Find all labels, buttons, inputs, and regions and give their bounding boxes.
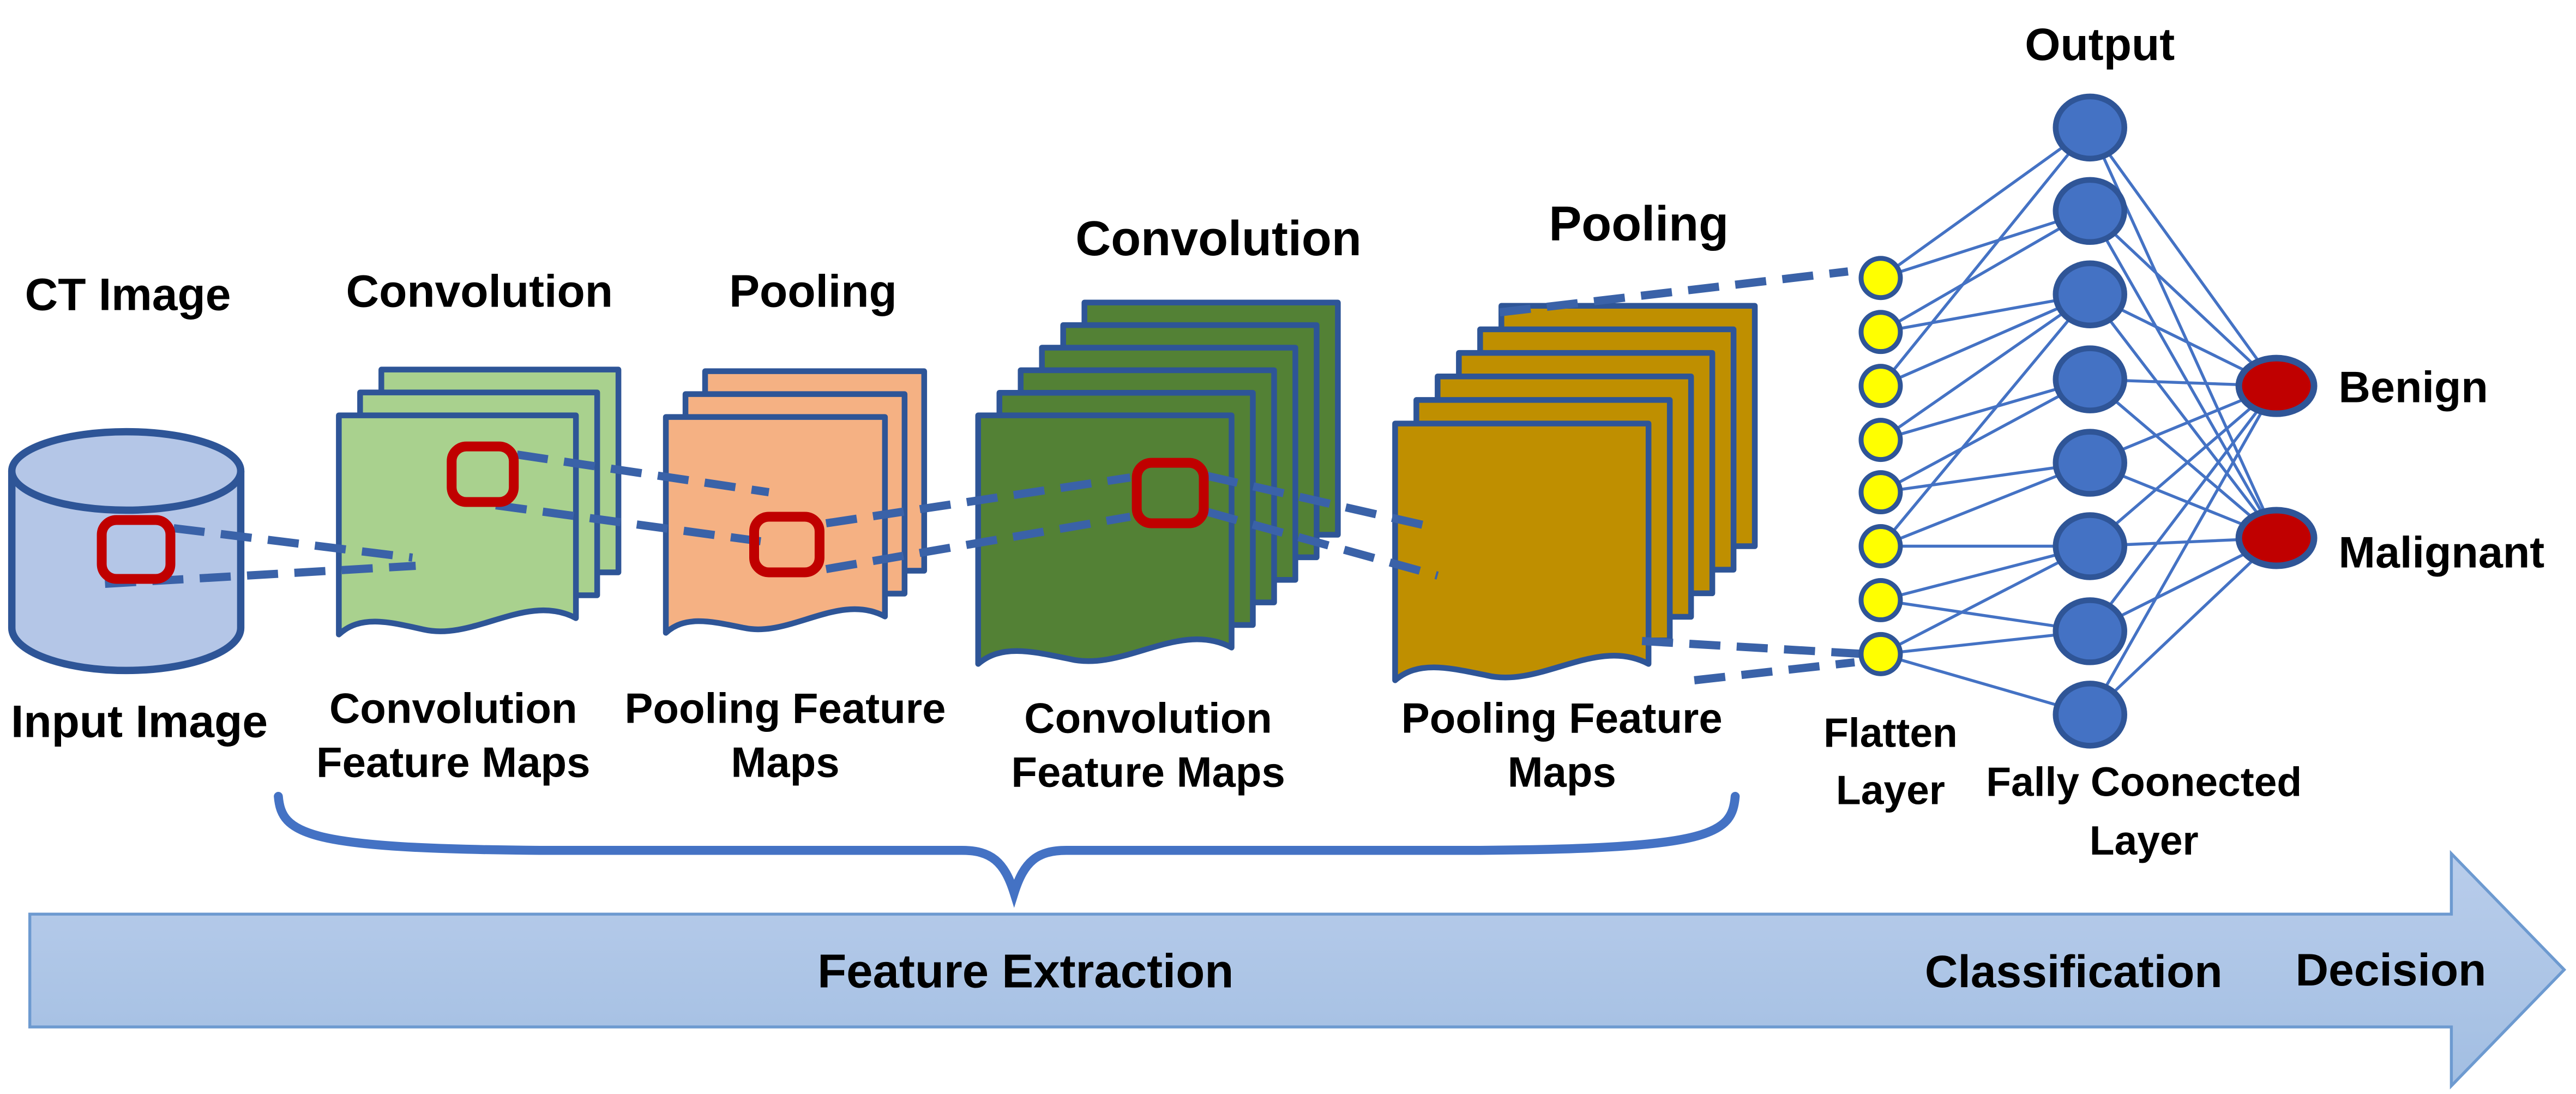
fc-node: [2053, 345, 2127, 413]
pool2-caption-line2: Maps: [1508, 748, 1616, 796]
projection-line: [825, 473, 1131, 527]
ct-image-label: CT Image: [25, 269, 231, 320]
projection-line: [1499, 267, 1849, 317]
flatten-node: [1858, 524, 1903, 568]
classification-label: Classification: [1925, 946, 2223, 997]
fc-node: [2053, 681, 2127, 749]
pool1-caption-line1: Pooling Feature: [624, 684, 946, 732]
connection-line: [1880, 378, 2091, 494]
connection-line: [1880, 293, 2091, 441]
flatten-node: [1858, 364, 1903, 408]
connection-line: [1880, 545, 2091, 656]
flatten-caption-line2: Layer: [1836, 767, 1945, 813]
feature-map-page-front: [1392, 420, 1652, 683]
connection-line: [2089, 293, 2278, 539]
fc-node: [2053, 93, 2127, 162]
connection-line: [2089, 210, 2278, 539]
flatten-node: [1858, 470, 1903, 515]
pool2-caption-line1: Pooling Feature: [1401, 694, 1723, 742]
cylinder-body: [8, 471, 245, 675]
fc-node: [2053, 512, 2127, 580]
connection-line: [1880, 293, 2091, 388]
cylinder-top: [8, 428, 245, 514]
projection-line: [173, 524, 413, 562]
kernel-box-pool1: [749, 512, 824, 578]
fc-caption-line1: Fally Coonected: [1986, 759, 2302, 804]
connection-line: [2089, 127, 2278, 387]
pool1-stack: [663, 368, 928, 636]
connection-line: [2089, 378, 2278, 539]
pool2-stack: [1392, 303, 1758, 683]
conv2-caption-line2: Feature Maps: [1011, 748, 1285, 796]
projection-line: [1206, 508, 1439, 580]
fc-node: [2053, 177, 2127, 245]
pooling2-label: Pooling: [1549, 197, 1729, 251]
projection-line: [825, 513, 1131, 573]
input-cylinder: [8, 428, 245, 675]
projection-line: [1641, 636, 1867, 658]
fc-node: [2053, 260, 2127, 328]
flatten-layer: [1858, 256, 1903, 676]
decision-label: Decision: [2296, 944, 2487, 995]
pool1-caption-line2: Maps: [731, 738, 839, 786]
fully-connected-layer: [2053, 93, 2127, 749]
projection-line: [1206, 472, 1439, 532]
connection-line: [2089, 385, 2278, 716]
output-label: Output: [2025, 19, 2175, 70]
convolution2-label: Convolution: [1075, 212, 1362, 266]
malignant-label: Malignant: [2339, 528, 2545, 577]
fc-node: [2053, 597, 2127, 665]
feature-map-page-front: [663, 414, 888, 636]
fc-node: [2053, 429, 2127, 497]
kernel-box-conv2: [1131, 458, 1209, 528]
projection-line: [1694, 658, 1855, 684]
projection-dashed-lines: [105, 267, 1867, 684]
connection-line: [2089, 209, 2278, 387]
kernel-box-conv1: [447, 441, 519, 507]
flatten-caption-line1: Flatten: [1823, 710, 1958, 755]
connection-line: [2089, 384, 2278, 548]
connection-line: [1879, 127, 2091, 387]
connection-line: [2089, 537, 2278, 716]
process-flow-arrow: [28, 850, 2567, 1090]
feature-extraction-brace: [274, 792, 1740, 908]
benign-output-node: [2235, 354, 2318, 417]
flatten-node: [1858, 632, 1903, 676]
flatten-node: [1858, 310, 1903, 354]
projection-line: [516, 450, 770, 496]
benign-label: Benign: [2339, 363, 2488, 412]
conv1-caption-line2: Feature Maps: [316, 738, 591, 786]
feature-map-page-front: [975, 412, 1235, 667]
pooling1-label: Pooling: [729, 266, 897, 317]
feature-extraction-label: Feature Extraction: [817, 945, 1233, 998]
conv2-stack: [975, 299, 1341, 667]
input-image-caption: Input Image: [11, 695, 268, 747]
convolution1-label: Convolution: [346, 266, 613, 317]
kernel-box-input: [97, 515, 176, 584]
flatten-node: [1858, 578, 1903, 622]
conv2-caption-line1: Convolution: [1024, 694, 1272, 742]
flatten-node: [1858, 256, 1903, 300]
connection-line: [1880, 461, 2091, 548]
malignant-output-node: [2235, 507, 2318, 569]
connection-line: [2089, 385, 2278, 633]
connection-line: [1880, 126, 2091, 279]
fc-output-connections: [2089, 127, 2278, 716]
fc-caption-line2: Layer: [2090, 818, 2199, 863]
connection-line: [1880, 209, 2091, 334]
conv1-caption-line1: Convolution: [329, 684, 577, 732]
flatten-node: [1858, 418, 1903, 462]
connection-line: [1879, 293, 2091, 548]
